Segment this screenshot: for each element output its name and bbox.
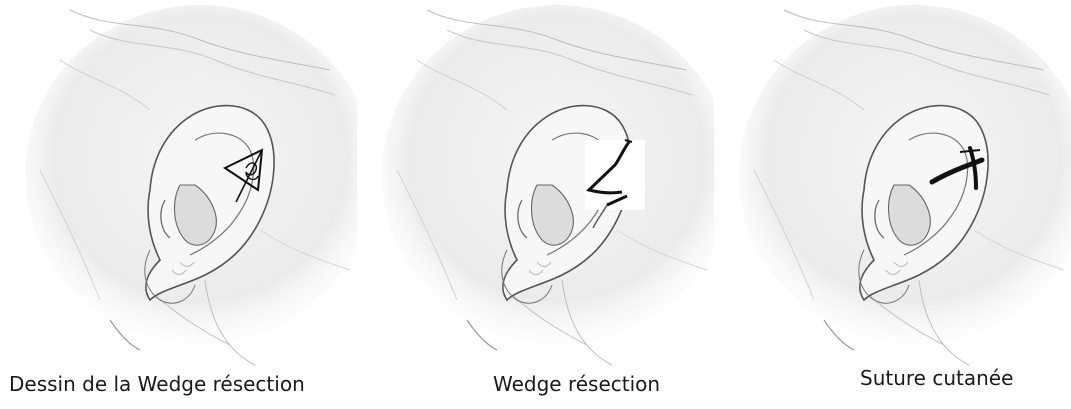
panel-wedge-drawing: Dessin de la Wedge résection bbox=[0, 0, 357, 409]
caption-skin-suture: Suture cutanée bbox=[860, 366, 1013, 390]
ear-illustration-3 bbox=[714, 0, 1071, 409]
ear-illustration-1 bbox=[0, 0, 357, 409]
panel-skin-suture: Suture cutanée bbox=[714, 0, 1071, 409]
caption-wedge-drawing: Dessin de la Wedge résection bbox=[9, 372, 305, 396]
panel-wedge-resection: Wedge résection bbox=[357, 0, 714, 409]
ear-illustration-2 bbox=[357, 0, 714, 409]
caption-wedge-resection: Wedge résection bbox=[493, 372, 660, 396]
